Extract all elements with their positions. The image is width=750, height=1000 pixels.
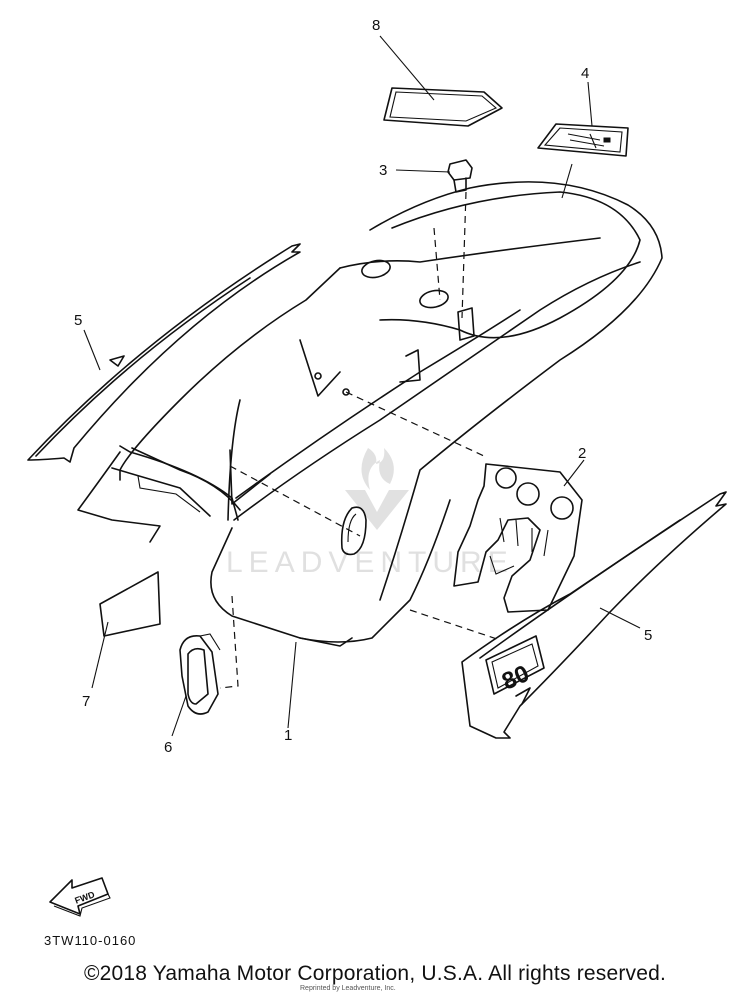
callout-5-right: 5 [644,627,652,644]
part-4-label [537,123,629,157]
part-5-right-decal: 80 [461,491,727,739]
callout-numbers: 8 4 3 5 2 5 7 6 1 [74,17,652,756]
diagram-part-code: 3TW110-0160 [44,933,137,948]
part-3-bolt [447,159,473,193]
callout-4: 4 [581,65,589,82]
copyright-caption: ©2018 Yamaha Motor Corporation, U.S.A. A… [83,962,667,985]
callout-6: 6 [164,739,172,756]
callout-1: 1 [284,727,292,744]
part-2-side-plate [453,463,583,613]
part-1-side-cover-body [77,181,663,647]
fwd-arrow-icon: FWD [49,877,111,917]
reprint-note: Reprinted by Leadventure, Inc. [300,985,396,992]
callout-2: 2 [578,445,586,462]
callout-8: 8 [372,17,380,34]
callout-7: 7 [82,693,90,710]
watermark-text: LEADVENTURE [226,546,514,579]
assembly-lines [219,191,501,689]
part-5-left-decal [27,243,301,463]
part-7-sticker [99,571,161,637]
part-8-pad [383,87,503,127]
callout-3: 3 [379,162,387,179]
callout-5-left: 5 [74,312,82,329]
leader-lines [83,35,641,737]
part-6-grommet [179,633,221,715]
leadventure-watermark: LEADVENTURE [226,448,514,579]
